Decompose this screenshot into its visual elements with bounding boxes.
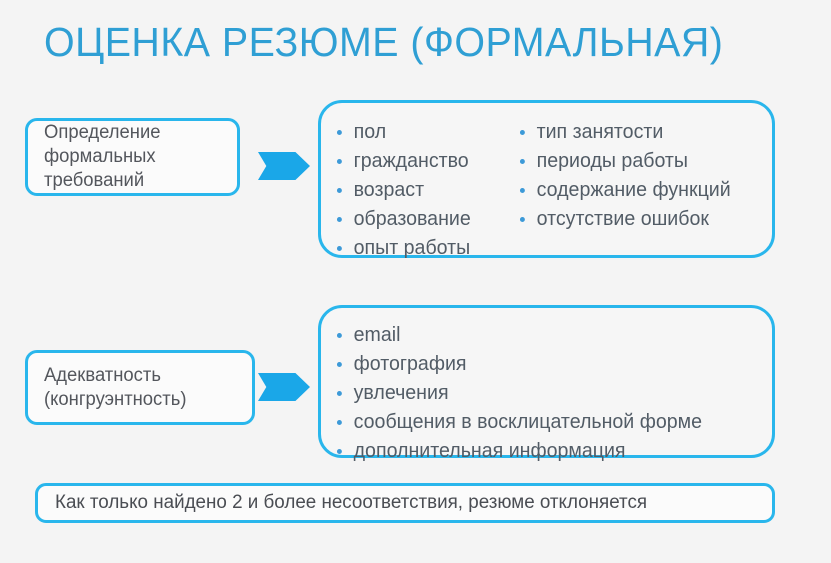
arrow-right-icon-row-2 (258, 373, 310, 401)
list-item: фотография (335, 350, 702, 379)
row-1-label-box: Определение формальных требований (25, 118, 240, 196)
row-1-column-2: тип занятости периоды работы содержание … (518, 118, 735, 234)
row-2-label-box: Адекватность (конгруэнтность) (25, 350, 255, 425)
row-2-column-1: email фотография увлечения сообщения в в… (335, 321, 710, 466)
footer-callout-box: Как только найдено 2 и более несоответст… (35, 483, 775, 523)
list-item: пол (335, 118, 471, 147)
list-item: возраст (335, 176, 471, 205)
list-item: гражданство (335, 147, 471, 176)
row-1-column-1: пол гражданство возраст образование опыт… (335, 118, 474, 263)
list-item: периоды работы (518, 147, 731, 176)
list-item: сообщения в восклицательной форме (335, 408, 702, 437)
row-1-label-text: Определение формальных требований (44, 122, 161, 191)
row-1-list-box: пол гражданство возраст образование опыт… (318, 100, 775, 259)
footer-text: Как только найдено 2 и более несоответст… (55, 492, 648, 513)
list-item: содержание функций (518, 176, 731, 205)
list-item: тип занятости (518, 118, 731, 147)
page-title: ОЦЕНКА РЕЗЮМЕ (ФОРМАЛЬНАЯ) (44, 19, 724, 65)
arrow-right-icon-row-1 (258, 152, 310, 180)
list-item: дополнительная информация (335, 437, 702, 466)
list-item: увлечения (335, 379, 702, 408)
row-2-list-box: email фотография увлечения сообщения в в… (318, 305, 775, 462)
row-2-label-text: Адекватность (конгруэнтность) (44, 364, 187, 410)
list-item: образование (335, 205, 471, 234)
list-item: опыт работы (335, 234, 471, 263)
list-item: email (335, 321, 702, 350)
list-item: отсутствие ошибок (518, 205, 731, 234)
